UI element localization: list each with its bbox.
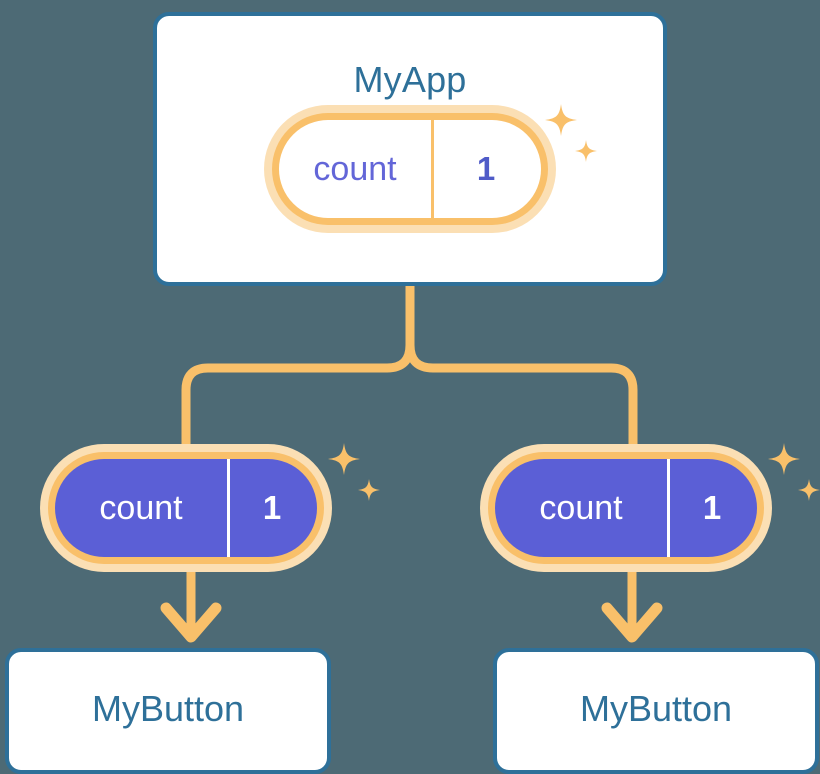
component-title-mybutton-right: MyButton: [579, 688, 733, 729]
signal-name: count: [539, 488, 623, 527]
signal-value: 1: [702, 489, 722, 526]
sparkle-large-star: [768, 443, 800, 475]
signal-pill-left[interactable]: count 1: [48, 452, 324, 564]
signal-pill-inner: count 1: [279, 120, 541, 218]
signal-pill-inner: count 1: [55, 459, 317, 557]
connector-branch-tree: [181, 281, 415, 457]
sparkle-icon-right: [762, 443, 820, 518]
connector-arrow-right-head: [601, 602, 663, 643]
signal-pill-inner: count 1: [495, 459, 757, 557]
signal-pill-myapp[interactable]: count 1: [272, 113, 548, 225]
signal-name: count: [313, 149, 397, 188]
signal-pill-right[interactable]: count 1: [488, 452, 764, 564]
sparkle-small-star: [798, 479, 820, 501]
signal-divider: [431, 120, 434, 218]
component-box-myapp[interactable]: MyApp: [153, 12, 667, 286]
component-box-mybutton-left[interactable]: MyButton: [5, 648, 331, 774]
signal-name: count: [99, 488, 183, 527]
sparkle-small-star: [358, 479, 380, 501]
signal-divider: [227, 459, 230, 557]
sparkle-large-star: [545, 104, 577, 136]
signal-value: 1: [262, 489, 282, 526]
sparkle-large-star: [328, 443, 360, 475]
component-title-myapp: MyApp: [353, 59, 467, 100]
component-box-mybutton-right[interactable]: MyButton: [493, 648, 819, 774]
sparkle-icon-root: [539, 104, 601, 179]
signal-divider: [667, 459, 670, 557]
component-title-mybutton-left: MyButton: [91, 688, 245, 729]
sparkle-icon-left: [322, 443, 384, 518]
signal-value: 1: [476, 150, 496, 187]
sparkle-small-star: [575, 140, 597, 162]
connector-arrow-left-head: [160, 602, 222, 643]
connector-branch-tree-right: [405, 281, 638, 457]
